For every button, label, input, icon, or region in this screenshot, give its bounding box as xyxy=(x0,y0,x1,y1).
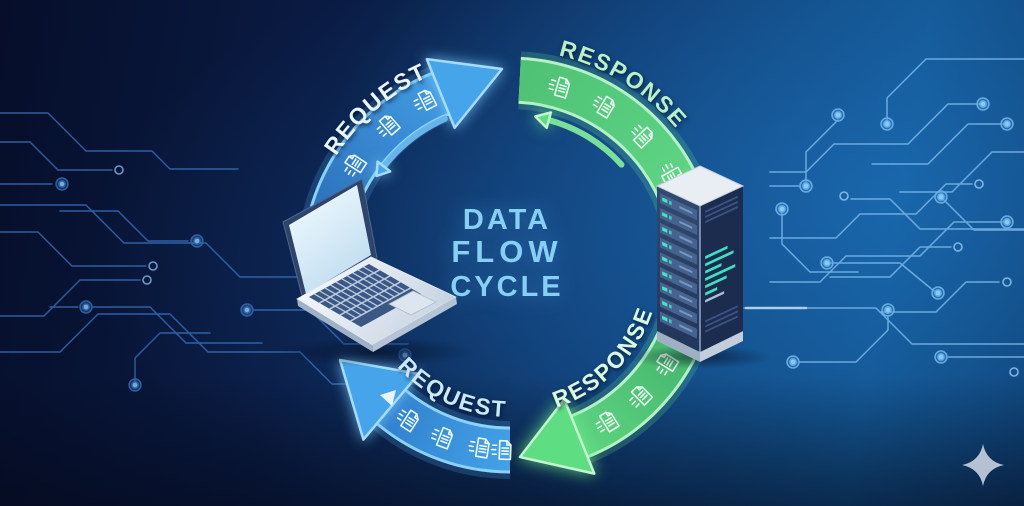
server-rack-units xyxy=(660,193,697,339)
server-rack-illustration xyxy=(628,165,772,369)
title-line-3: CYCLE xyxy=(450,271,563,303)
request-direction-arrow xyxy=(380,115,448,170)
server-foot xyxy=(700,331,743,362)
title-line-1: DATA xyxy=(463,204,551,236)
arrowhead xyxy=(534,111,553,130)
request-arrow-bottom xyxy=(338,358,512,479)
title-line-2: FLOW xyxy=(451,234,562,269)
arrowhead xyxy=(425,57,504,130)
laptop-keyboard xyxy=(309,264,421,327)
laptop-touchpad xyxy=(388,290,437,316)
server-side-face xyxy=(700,186,743,352)
laptop-illustration xyxy=(275,178,475,367)
laptop-edge xyxy=(372,297,457,352)
laptop-edge xyxy=(297,299,373,352)
laptop-shadow xyxy=(275,337,475,367)
laptop-screen xyxy=(289,185,371,294)
arrowhead xyxy=(518,398,596,475)
server-foot xyxy=(657,331,700,362)
sparkle-icon xyxy=(962,444,1004,486)
page-title: DATA FLOW CYCLE xyxy=(450,204,563,303)
circuit-traces-right xyxy=(743,58,1024,377)
circuit-traces-left xyxy=(0,112,421,392)
server-side-panel xyxy=(705,195,738,333)
arrowhead xyxy=(375,160,392,178)
response-direction-arrow xyxy=(545,117,625,168)
cursor-arrow-icon xyxy=(380,390,396,406)
